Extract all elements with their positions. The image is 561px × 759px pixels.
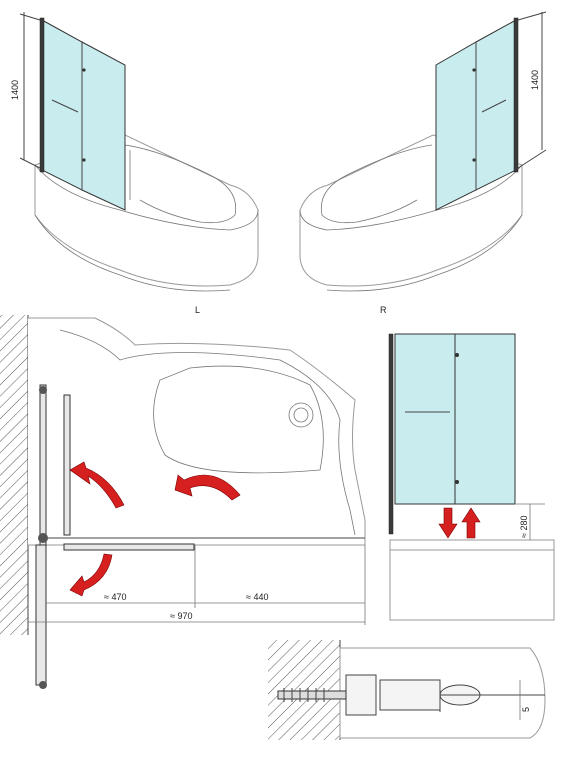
left-view-label: L xyxy=(195,305,200,315)
swing-arrow-lower xyxy=(69,553,113,597)
left-height-dimension: 1400 xyxy=(10,80,20,100)
right-glass-swing-panel xyxy=(435,41,477,211)
left-glass-swing-panel xyxy=(81,41,126,211)
lift-arrow-down xyxy=(438,507,458,539)
dim-470: ≈ 470 xyxy=(104,592,126,602)
left-isometric-view: 1400 L xyxy=(10,12,259,315)
right-isometric-view: 1400 R xyxy=(299,11,547,315)
front-wall-profile xyxy=(388,333,394,535)
plan-towel-bar xyxy=(63,394,71,536)
front-glass-fixed xyxy=(394,333,456,505)
right-height-dimension: 1400 xyxy=(530,70,540,90)
lift-arrow-up xyxy=(461,507,481,539)
detail-screw xyxy=(277,688,347,702)
plan-swing-panel-open xyxy=(35,544,47,686)
wall-hatch xyxy=(0,315,28,635)
detail-wall-hatch xyxy=(268,640,340,740)
dim-440: ≈ 440 xyxy=(246,592,268,602)
profile-detail: 5 xyxy=(268,640,546,740)
right-wall-profile xyxy=(513,17,519,173)
swing-arrow-upper xyxy=(69,461,125,509)
plan-bathtub-outline xyxy=(28,317,366,546)
dim-280: ≈ 280 xyxy=(519,516,529,538)
front-glass-swing xyxy=(454,333,516,505)
swing-arrow-centre xyxy=(174,474,241,501)
plan-bar-closed xyxy=(63,543,195,551)
front-view: ≈ 280 xyxy=(388,333,555,621)
plan-view: ≈ 470 ≈ 440 ≈ 970 xyxy=(0,315,366,689)
left-wall-profile xyxy=(39,17,45,173)
dim-5: 5 xyxy=(521,707,531,712)
plan-drain xyxy=(288,402,314,428)
dim-970: ≈ 970 xyxy=(170,611,192,621)
front-bathtub xyxy=(389,539,555,621)
right-view-label: R xyxy=(380,305,387,315)
